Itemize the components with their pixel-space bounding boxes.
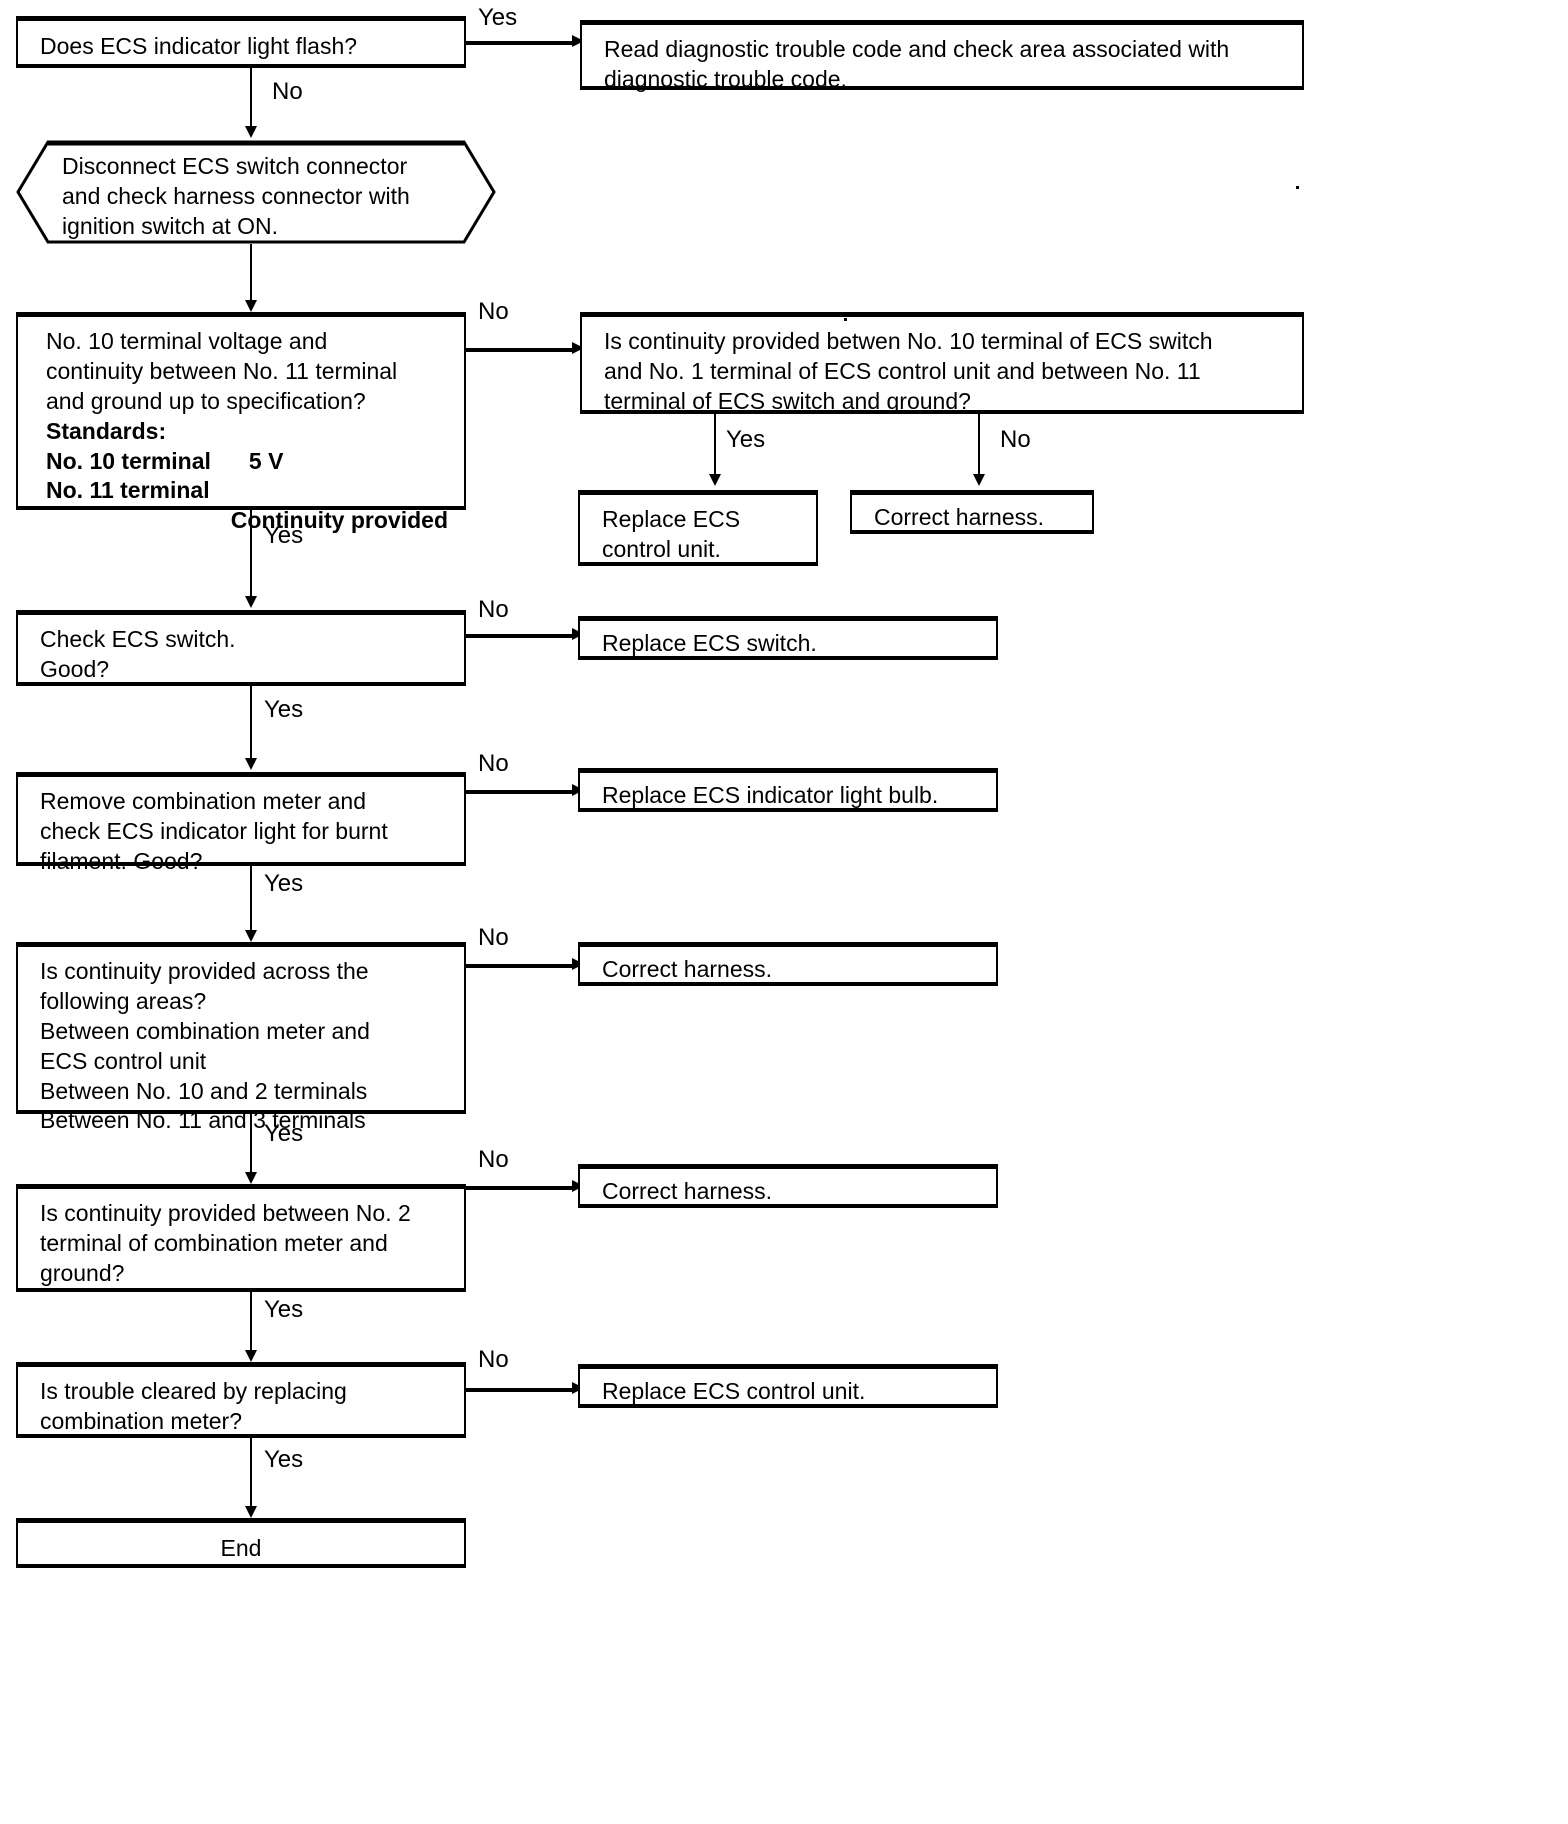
edge-label-yes-7: Yes [264, 1296, 304, 1323]
edge-switchcheck-to-replaceswitch [466, 634, 574, 638]
edge-start-to-hex [250, 68, 252, 130]
node-correct-harness-2[interactable]: Correct harness. [578, 942, 998, 986]
edge-meterground-to-trouble [250, 1292, 252, 1354]
node-end[interactable]: End [16, 1518, 466, 1568]
edge-label-yes-1: Yes [478, 4, 518, 31]
hexagon-shape [16, 140, 496, 244]
standard-1-value: 5 V [248, 447, 284, 474]
edge-label-no-4: No [478, 596, 509, 623]
standard-row-2a: No. 11 terminal [46, 477, 210, 504]
edge-label-yes-8: Yes [264, 1446, 304, 1473]
edge-label-no-3: No [1000, 426, 1031, 453]
edge-removemeter-to-areas [250, 866, 252, 934]
standard-row-2b: Continuity provided [230, 507, 448, 534]
edge-trouble-to-end [250, 1438, 252, 1510]
arrowhead-correct-harness-1 [973, 474, 985, 486]
edge-label-no-1: No [272, 78, 303, 105]
node-correct-harness-3[interactable]: Correct harness. [578, 1164, 998, 1208]
node-continuity-meter-ground[interactable]: Is continuity provided between No. 2 ter… [16, 1184, 466, 1292]
edge-label-no-7: No [478, 1146, 509, 1173]
node-replace-bulb[interactable]: Replace ECS indicator light bulb. [578, 768, 998, 812]
arrowhead-end [245, 1506, 257, 1518]
node-continuity-areas[interactable]: Is continuity provided across the follow… [16, 942, 466, 1133]
edge-continuity-no [978, 414, 980, 478]
node-remove-meter[interactable]: Remove combination meter and check ECS i… [16, 772, 466, 874]
standard-row-1: No. 10 terminal 5 V [46, 447, 454, 477]
arrowhead-switchcheck [245, 596, 257, 608]
node-disconnect-switch-text: Disconnect ECS switch connector and chec… [62, 153, 410, 239]
edge-meterground-to-harness3 [466, 1186, 574, 1190]
edge-areas-to-harness2 [466, 964, 574, 968]
arrowhead-trouble [245, 1350, 257, 1362]
edge-label-no-8: No [478, 1346, 509, 1373]
edge-label-no-2: No [478, 298, 509, 325]
node-trouble-cleared[interactable]: Is trouble cleared by replacing combinat… [16, 1362, 466, 1438]
arrowhead-terminalcheck [245, 300, 257, 312]
edge-terminalcheck-to-continuity [466, 348, 574, 352]
edge-label-yes-3: Yes [264, 522, 304, 549]
node-continuity-switch-cu[interactable]: Is continuity provided betwen No. 10 ter… [580, 312, 1304, 414]
edge-label-no-5: No [478, 750, 509, 777]
edge-label-no-6: No [478, 924, 509, 951]
node-start-question[interactable]: Does ECS indicator light flash? [16, 16, 466, 68]
arrowhead-meterground [245, 1172, 257, 1184]
standard-1-name: No. 10 terminal [46, 447, 211, 474]
node-replace-ecs-switch[interactable]: Replace ECS switch. [578, 616, 998, 660]
terminal-check-line-3: and ground up to specification? [46, 387, 366, 414]
edge-label-yes-2: Yes [726, 426, 766, 453]
terminal-check-line-2: continuity between No. 11 terminal [46, 357, 398, 384]
arrowhead-areas [245, 930, 257, 942]
edge-start-to-readdtc [466, 41, 574, 45]
edge-label-yes-4: Yes [264, 696, 304, 723]
edge-removemeter-to-replacebulb [466, 790, 574, 794]
terminal-check-line-1: No. 10 terminal voltage and [46, 328, 328, 354]
node-replace-control-unit-small[interactable]: Replace ECS control unit. [578, 490, 818, 566]
edge-continuity-yes [714, 414, 716, 478]
arrowhead-replace-cu-small [709, 474, 721, 486]
node-disconnect-switch[interactable]: Disconnect ECS switch connector and chec… [16, 140, 496, 244]
edge-switchcheck-to-removemeter [250, 686, 252, 762]
edge-hex-to-terminalcheck [250, 244, 252, 306]
edge-terminalcheck-to-switchcheck [250, 510, 252, 600]
arrowhead-hex [245, 126, 257, 138]
edge-trouble-to-replacecu [466, 1388, 574, 1392]
speck-dot-2 [844, 318, 847, 321]
arrowhead-removemeter [245, 758, 257, 770]
node-correct-harness-1[interactable]: Correct harness. [850, 490, 1094, 534]
node-replace-control-unit-full[interactable]: Replace ECS control unit. [578, 1364, 998, 1408]
node-read-dtc[interactable]: Read diagnostic trouble code and check a… [580, 20, 1304, 92]
edge-areas-to-meterground [250, 1114, 252, 1176]
standards-label: Standards: [46, 417, 167, 444]
speck-dot-1 [1296, 186, 1299, 189]
edge-label-yes-5: Yes [264, 870, 304, 897]
edge-label-yes-6: Yes [264, 1120, 304, 1147]
node-terminal-check[interactable]: No. 10 terminal voltage and continuity b… [16, 312, 466, 533]
node-check-ecs-switch[interactable]: Check ECS switch. Good? [16, 610, 466, 686]
